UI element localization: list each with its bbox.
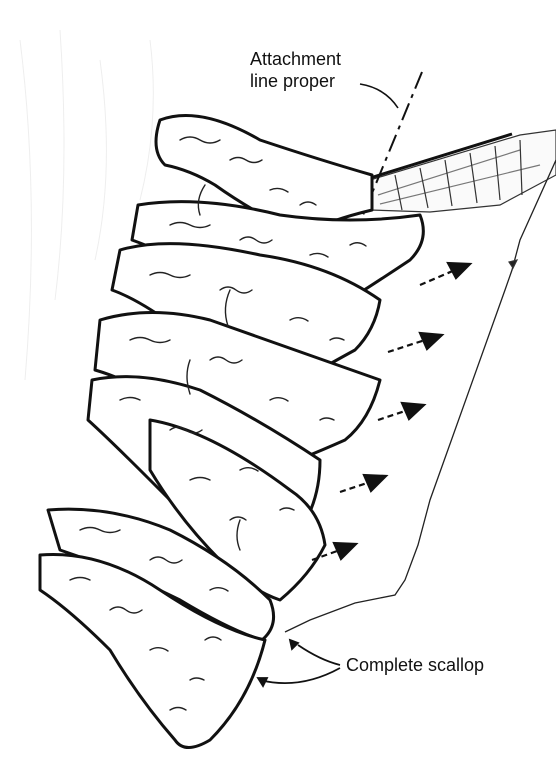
arrow-1 [420, 263, 470, 285]
complete-scallop-label: Complete scallop [346, 654, 484, 676]
attachment-label-line1: Attachment [250, 48, 341, 70]
arrow-3 [378, 403, 424, 420]
scallop-leaders [258, 640, 340, 686]
attachment-label-line2: line proper [250, 70, 341, 92]
attachment-line-label: Attachment line proper [250, 48, 341, 92]
arrow-2 [388, 333, 442, 352]
arrow-4 [340, 475, 386, 492]
scallop-folds [40, 116, 423, 748]
